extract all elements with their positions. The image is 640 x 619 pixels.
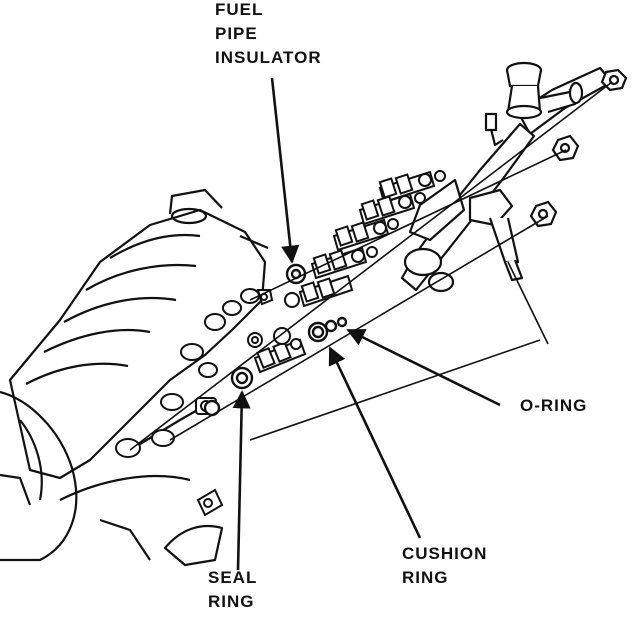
seal-ring-line-1: SEAL <box>208 568 258 587</box>
cushion-ring-label: CUSHION RING <box>402 542 487 590</box>
fuel-pipe-insulator-label: FUEL PIPE INSULATOR <box>215 0 322 70</box>
fuel-pipe-insulator-line-3: INSULATOR <box>215 48 322 67</box>
fuel-injectors-upper <box>284 170 446 308</box>
fuel-pipe-insulator-line-2: PIPE <box>215 24 258 43</box>
o-ring-label: O-RING <box>520 394 587 418</box>
seal-ring-label: SEAL RING <box>208 566 257 614</box>
callout-arrows <box>232 77 501 571</box>
cushion-ring-line-2: RING <box>402 568 449 587</box>
small-parts <box>203 263 348 417</box>
seal-ring-line-2: RING <box>208 592 255 611</box>
fuel-rail <box>400 61 614 293</box>
cushion-ring-line-1: CUSHION <box>402 544 488 563</box>
fuel-pipe-insulator-line-1: FUEL <box>215 0 264 19</box>
o-ring-line-1: O-RING <box>520 396 588 415</box>
engine-block <box>0 188 269 567</box>
